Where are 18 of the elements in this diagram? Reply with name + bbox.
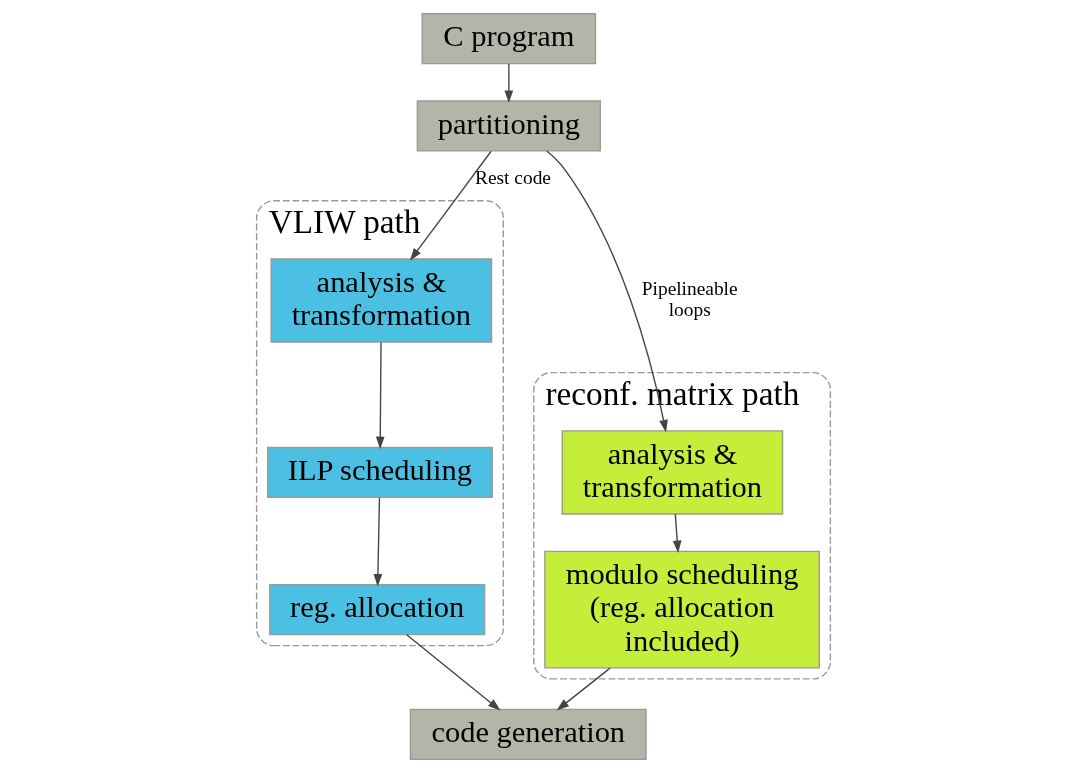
node-box: analysis & transformation bbox=[561, 430, 784, 515]
node-box: partitioning bbox=[416, 100, 601, 152]
edge-label: Rest code bbox=[475, 167, 551, 189]
edge-label: Pipelineable loops bbox=[641, 278, 738, 321]
arrow bbox=[504, 63, 514, 103]
node-box: modulo scheduling (reg. allocation included) bbox=[544, 550, 820, 669]
arrow bbox=[375, 341, 385, 450]
node-box: code generation bbox=[409, 708, 647, 760]
arrow bbox=[556, 667, 611, 711]
arrow bbox=[672, 513, 682, 554]
arrow bbox=[546, 150, 668, 433]
arrow bbox=[373, 497, 383, 587]
node-box: analysis & transformation bbox=[270, 258, 493, 343]
node-box: C program bbox=[421, 13, 597, 65]
node-box: ILP scheduling bbox=[267, 446, 493, 499]
arrow bbox=[409, 150, 492, 261]
arrow bbox=[406, 634, 501, 711]
node-box: reg. allocation bbox=[269, 584, 486, 636]
